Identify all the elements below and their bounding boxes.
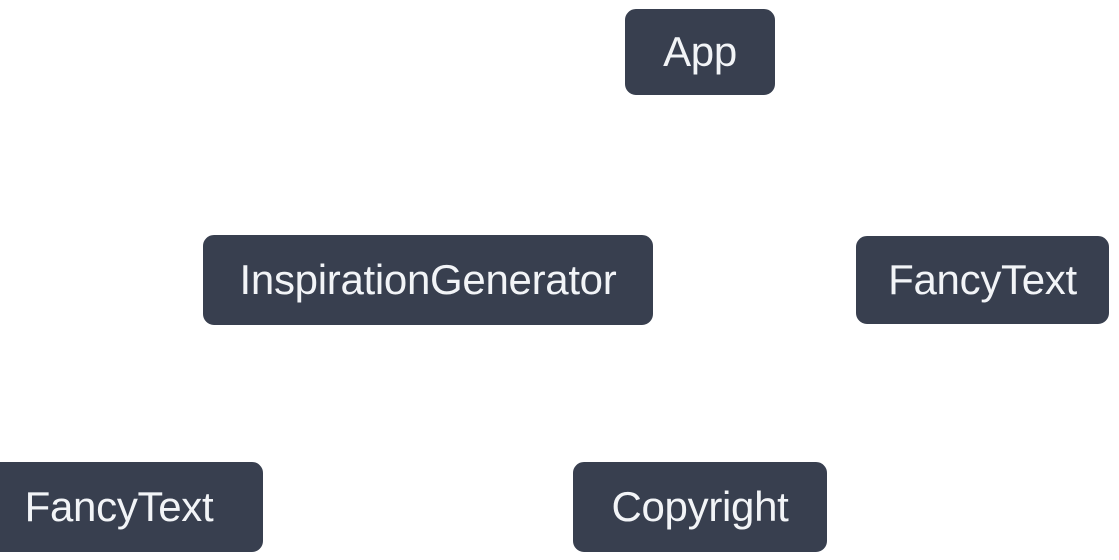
- edge-inspiration-to-copyright: [419, 393, 702, 460]
- edge-app-trunk: [690, 97, 703, 173]
- node-fancytext-left[interactable]: FancyText: [0, 457, 268, 557]
- edge-label-inspiration-to-fancytext-left: renders: [217, 379, 327, 412]
- edge-label-inspiration-to-copyright: renders: [514, 379, 624, 412]
- node-fancytext-right-label: FancyText: [888, 256, 1077, 303]
- node-fancytext-right[interactable]: FancyText: [851, 231, 1114, 329]
- node-inspiration-generator-label: InspirationGenerator: [239, 256, 617, 303]
- node-fancytext-left-label: FancyText: [24, 483, 214, 530]
- edge-label-app-to-fancytext-right: renders: [798, 153, 908, 186]
- edge-app-to-fancytext-right: [704, 167, 986, 234]
- node-copyright-label: Copyright: [611, 483, 789, 530]
- node-app[interactable]: App: [620, 4, 780, 100]
- edge-inspiration-trunk: [405, 327, 418, 399]
- edge-inspiration-to-fancytext-left: [121, 393, 411, 460]
- node-copyright[interactable]: Copyright: [568, 457, 832, 557]
- edge-app-to-inspiration: [412, 167, 696, 233]
- edge-label-app-to-inspiration: renders: [503, 153, 613, 186]
- node-app-label: App: [663, 28, 737, 75]
- node-inspiration-generator[interactable]: InspirationGenerator: [198, 230, 658, 330]
